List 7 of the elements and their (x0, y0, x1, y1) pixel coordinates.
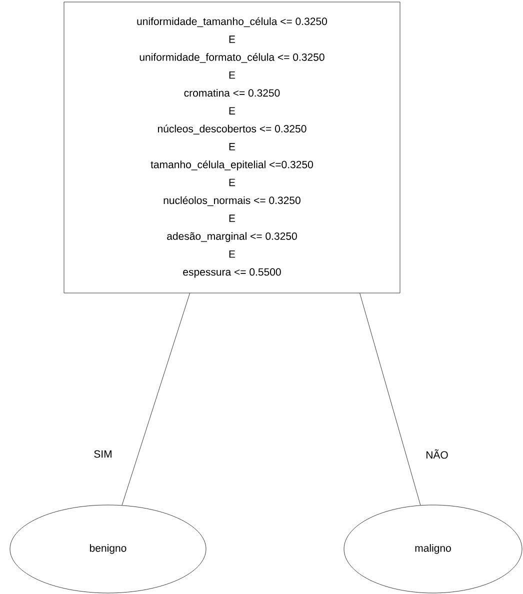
ellipse-node: benigno (10, 504, 206, 594)
connector-line (122, 293, 190, 506)
edge-label: NÃO (426, 449, 448, 459)
edge-label: SIM (94, 450, 112, 458)
ellipse-node: maligno (344, 504, 522, 594)
connector-line (360, 293, 421, 506)
condition-box: uniformidade_tamanho_célula <= 0.3250 E uniformidade_formato_célula <= 0.3250 E cromatina <= 0.3250 E núcleos_descobertos <= 0.3250 E tamanho_célula_epitelial <=0.3250 E nucléolos_normais <= 0.3250 E adesão_marginal <= 0.3250 E espessura <= 0.5500 (64, 2, 400, 294)
